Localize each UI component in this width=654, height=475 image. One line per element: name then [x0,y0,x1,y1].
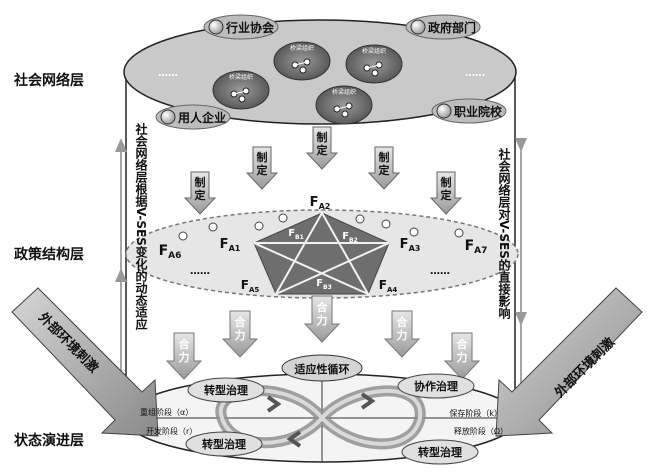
side-text-left: 社会网络层根据V-SES变化的动态适应 [134,123,147,373]
formulate-label: 制 [195,175,206,189]
actor-label-enterprise: 用人企业 [177,110,226,125]
layer-label-state: 状态演进层 [14,430,84,450]
social-ellipsis-left: …… [158,68,178,79]
policy-ellipsis-left: …… [190,266,210,277]
phase-conservation: 保存阶段（k） [449,408,502,418]
actor-government: 政府部门 [406,15,480,39]
bridge-organization-cluster: 桥梁组织 [316,86,372,124]
combined-force-label: 合 [457,337,469,351]
transform-governance-top: 转型治理 [188,378,264,402]
actor-industry: 行业协会 [204,15,278,39]
phase-reorganization: 重组阶段（α） [140,407,193,417]
formulate-label: 定 [441,188,452,202]
formulate-label: 定 [379,163,390,177]
policy-small-node [455,229,463,237]
actor-college: 职业院校 [432,99,506,123]
actor-node-icon [161,110,175,124]
combined-force-label: 力 [457,350,468,364]
combined-force-label: 合 [235,315,247,329]
phase-development: 开发阶段（r） [146,426,197,436]
layer-label-policy: 政策结构层 [14,244,84,264]
bridge-organization-cluster: 桥梁组织 [274,42,330,80]
bridge-organization-label: 桥梁组织 [290,44,314,52]
bridge-organization-label: 桥梁组织 [362,47,386,55]
policy-small-node [279,214,287,222]
collaborative-governance-text: 协作治理 [414,379,458,393]
bridge-organization-cluster: 桥梁组织 [213,71,269,109]
policy-small-node [209,223,217,231]
policy-small-node [255,222,263,230]
actor-node-icon [411,20,425,34]
transform-governance-right: 转型治理 [402,440,478,464]
actor-label-college: 职业院校 [454,104,503,119]
policy-small-node [356,215,364,223]
formulate-label: 定 [195,188,206,202]
layer-label-social: 社会网络层 [14,70,84,90]
formulate-label: 制 [379,150,390,164]
formulate-arrow: 制定 [431,172,461,214]
transform-governance-top-text: 转型治理 [204,383,248,397]
right-down-arrowhead-bottom [515,312,527,326]
phase-release: 释放阶段（Ω） [454,426,508,436]
formulate-label: 制 [257,150,268,164]
collaborative-governance: 协作治理 [398,374,474,398]
social-ellipsis-right: …… [465,68,485,79]
formulate-label: 制 [317,130,328,144]
actor-label-government: 政府部门 [428,20,476,35]
formulate-arrow: 制定 [369,147,399,189]
combined-force-arrow: 合力 [167,333,201,379]
bridge-organization-label: 桥梁组织 [229,73,253,81]
policy-small-node [382,220,390,228]
policy-node-A2: FA2 [310,195,331,211]
combined-force-arrow: 合力 [305,296,339,342]
formulate-arrow: 制定 [185,172,215,214]
combined-force-label: 力 [179,350,190,364]
actor-node-icon [209,20,223,34]
combined-force-label: 力 [235,328,246,342]
combined-force-label: 合 [179,337,191,351]
side-text-right: 社会网络层对V-SES的直接影响 [497,148,510,348]
adaptive-cycle-title-text: 适应性循环 [295,362,350,376]
transform-governance-bottom-text: 转型治理 [202,437,246,451]
formulate-label: 制 [441,175,452,189]
policy-ellipsis-right: …… [430,266,450,277]
combined-force-label: 合 [317,300,329,314]
external-stimulus-arrow-right: 外部环境刺激 [496,288,642,436]
actor-enterprise: 用人企业 [156,105,230,129]
combined-force-label: 合 [397,315,409,329]
combined-force-arrow: 合力 [223,311,257,357]
combined-force-arrow: 合力 [385,311,419,357]
bridge-organization-cluster: 桥梁组织 [346,45,402,83]
policy-small-node [179,232,187,240]
right-down-arrowhead-top [515,138,527,152]
formulate-label: 定 [317,143,328,157]
transform-governance-bottom: 转型治理 [186,432,262,456]
actor-label-industry: 行业协会 [225,20,275,35]
formulate-arrow: 制定 [247,147,277,189]
adaptive-cycle-title: 适应性循环 [282,355,362,381]
actor-node-icon [437,104,451,118]
combined-force-arrow: 合力 [445,333,479,379]
left-up-arrowhead-bottom [115,268,127,282]
combined-force-label: 力 [317,313,328,327]
combined-force-label: 力 [397,328,408,342]
formulate-arrow: 制定 [307,127,337,169]
bridge-organization-label: 桥梁组织 [332,88,356,96]
policy-small-node [410,228,418,236]
transform-governance-right-text: 转型治理 [418,445,462,459]
left-up-arrowhead-top [115,138,127,152]
formulate-label: 定 [257,163,268,177]
